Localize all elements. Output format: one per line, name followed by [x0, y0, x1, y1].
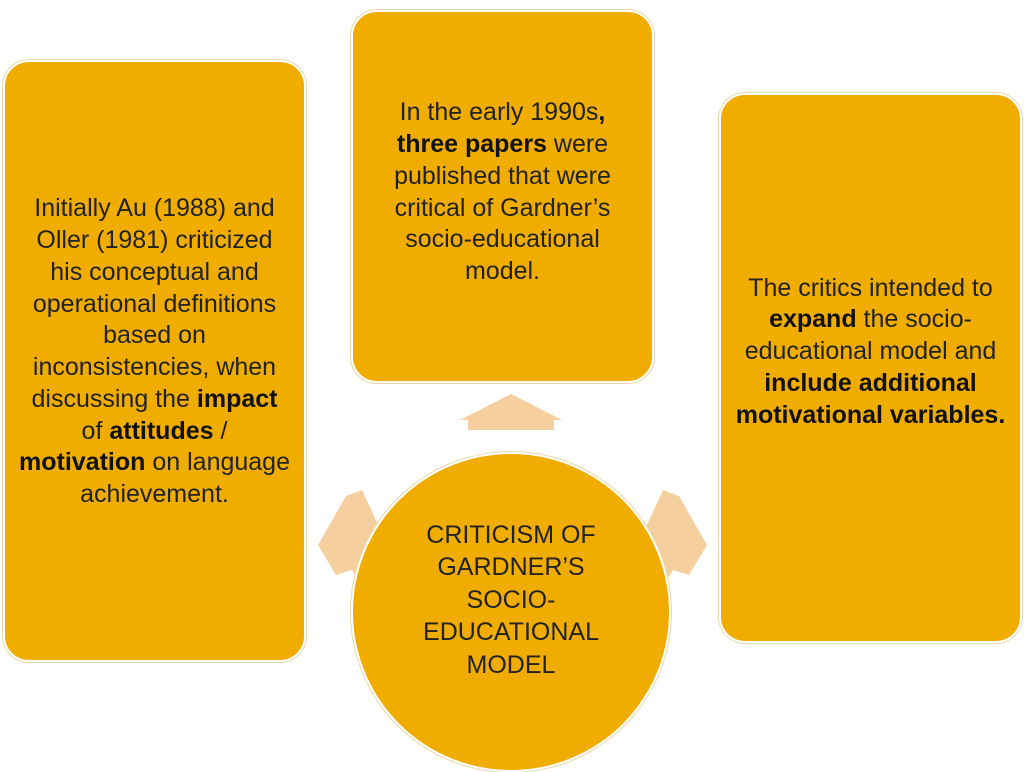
right-box-text: The critics intended to expand the socio… — [735, 273, 1006, 429]
hub-line: SOCIO- — [466, 585, 556, 614]
hub-line: GARDNER’S — [437, 553, 585, 582]
central-circle: CRITICISM OF GARDNER’S SOCIO- EDUCATIONA… — [351, 452, 671, 772]
hub-line: EDUCATIONAL — [423, 618, 599, 647]
left-box-text: Initially Au (1988) and Oller (1981) cri… — [19, 194, 290, 508]
hub-line: CRITICISM OF — [426, 520, 596, 549]
top-box-text: In the early 1990s, three papers were pu… — [394, 98, 611, 285]
arrow-up — [460, 394, 562, 430]
hub-line: MODEL — [466, 650, 556, 679]
right-box: The critics intended to expand the socio… — [719, 93, 1022, 643]
left-box: Initially Au (1988) and Oller (1981) cri… — [3, 60, 306, 662]
central-circle-text: CRITICISM OF GARDNER’S SOCIO- EDUCATIONA… — [423, 519, 599, 682]
top-box: In the early 1990s, three papers were pu… — [351, 10, 654, 383]
